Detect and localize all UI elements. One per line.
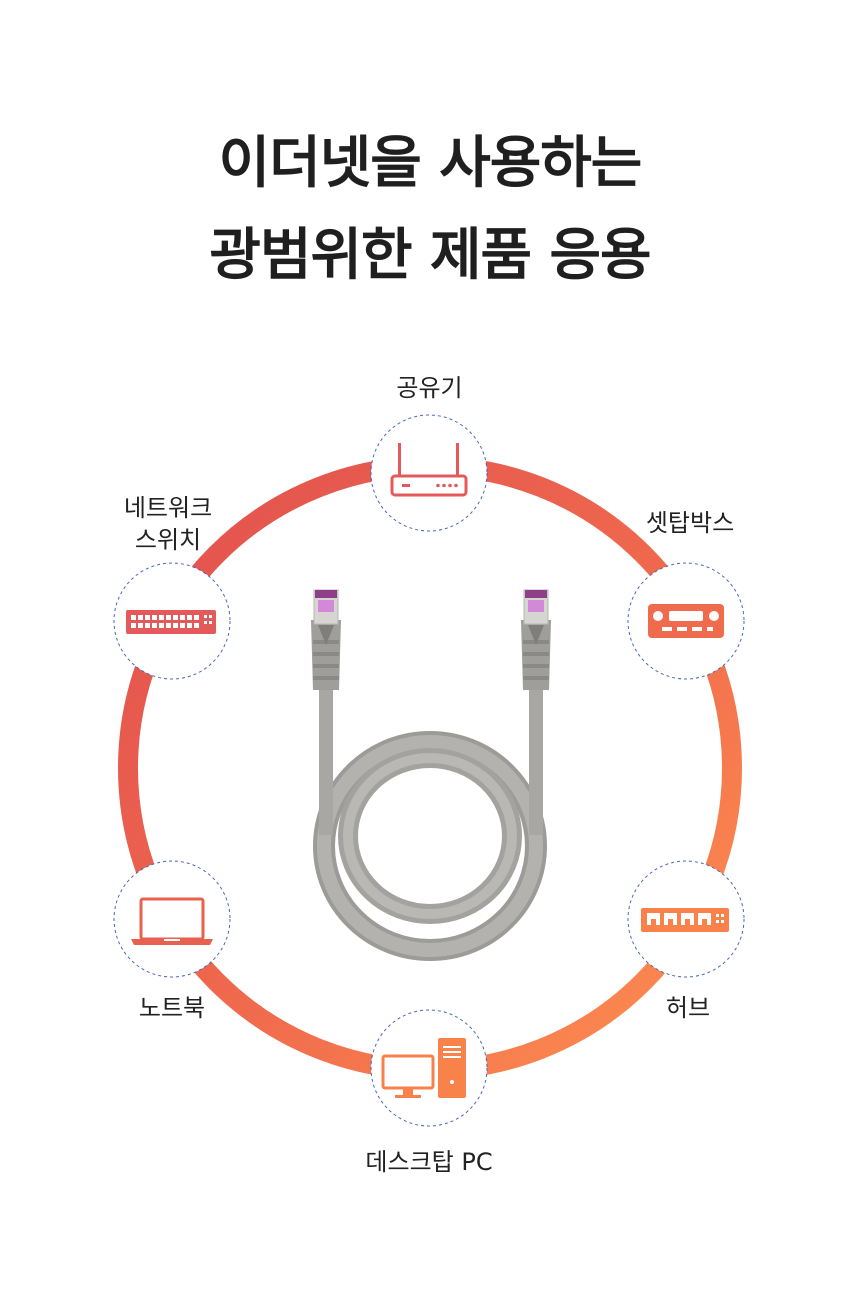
page-title-line-1: 이더넷을 사용하는 xyxy=(218,131,643,196)
network-switch-label-line-1: 네트워크 xyxy=(123,494,213,522)
ethernet-cable-icon xyxy=(311,589,551,961)
network-switch-node xyxy=(113,562,231,680)
hub-label: 허브 xyxy=(665,994,711,1022)
hub-icon xyxy=(641,908,729,932)
laptop-icon xyxy=(131,897,213,945)
page-title-line-2: 광범위한 제품 응용 xyxy=(209,223,651,288)
set-top-box-label: 셋탑박스 xyxy=(645,509,735,537)
laptop-label: 노트북 xyxy=(138,994,206,1022)
set-top-box-node xyxy=(627,562,745,680)
desktop-pc-icon xyxy=(381,1038,466,1098)
desktop-pc-label: 데스크탑 PC xyxy=(365,1148,493,1176)
router-node xyxy=(370,414,488,532)
network-switch-label-line-2: 스위치 xyxy=(134,526,202,554)
laptop-node xyxy=(113,860,231,978)
desktop-pc-node xyxy=(370,1009,488,1127)
router-icon xyxy=(390,443,468,497)
network-switch-icon xyxy=(126,610,216,634)
router-label: 공유기 xyxy=(396,374,463,402)
hub-node xyxy=(627,860,745,978)
set-top-box-icon xyxy=(648,604,724,638)
